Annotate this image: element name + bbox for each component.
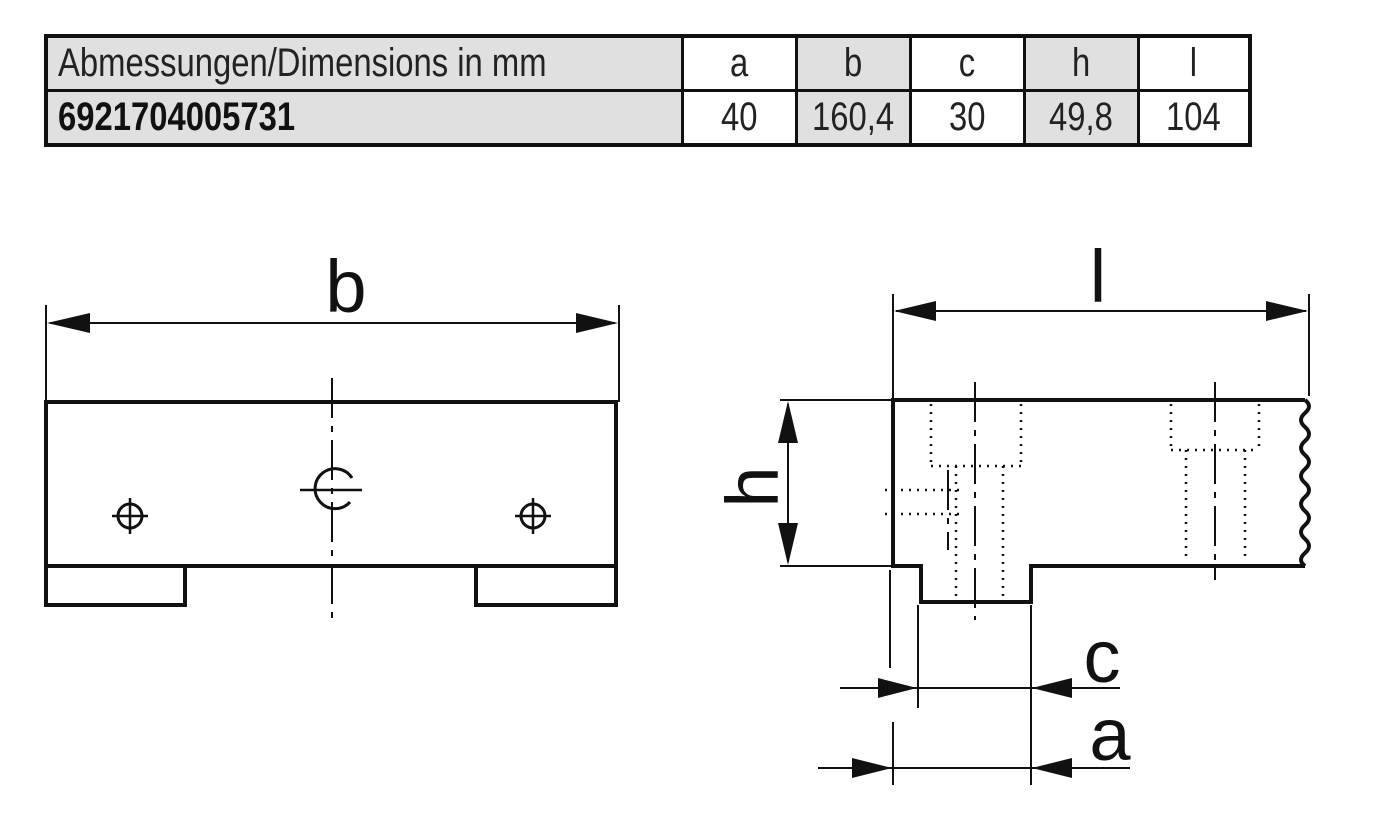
break-line [1299,398,1311,568]
side-view-arrows [778,301,1308,778]
arrow-head [894,301,936,321]
value-cell-a: 40 [680,89,798,147]
front-view [44,305,620,618]
dimension-label-l: l [1090,235,1106,318]
header-cell-h: h [1022,34,1140,92]
value-cell-b: 160,4 [794,89,912,147]
arrow-head [852,758,892,778]
center-hole [313,467,354,511]
hidden-lines [885,404,1261,600]
value-cell-c: 30 [908,89,1026,147]
arrow-head [878,678,917,698]
header-cell-a: a [680,34,798,92]
arrow-head [778,523,798,565]
arrow-head [576,313,618,333]
arrow-head [778,401,798,443]
side-view [780,294,1311,785]
arrow-head [1266,301,1308,321]
header-cell-l: l [1136,34,1252,92]
dimension-label-b: b [325,245,366,328]
header-cell-b: b [794,34,912,92]
dimension-label-c: c [1084,615,1121,698]
header-label-cell: Abmessungen/Dimensions in mm [44,34,684,92]
dimension-label-h: h [711,466,794,507]
table-header-row: Abmessungen/Dimensions in mm a b c h l [44,34,1252,92]
side-view-outline [891,398,1305,604]
arrow-head [1032,678,1072,698]
dimensions-table: Abmessungen/Dimensions in mm a b c h l 6… [44,34,1252,147]
header-cell-c: c [908,34,1026,92]
part-number-cell: 6921704005731 [44,89,684,147]
arrow-head [1032,758,1072,778]
table-row: 6921704005731 40 160,4 30 49,8 104 [44,89,1252,147]
value-cell-h: 49,8 [1022,89,1140,147]
arrow-head [47,313,90,333]
value-cell-l: 104 [1136,89,1252,147]
dimension-label-a: a [1089,693,1131,776]
front-view-arrows [47,313,618,333]
